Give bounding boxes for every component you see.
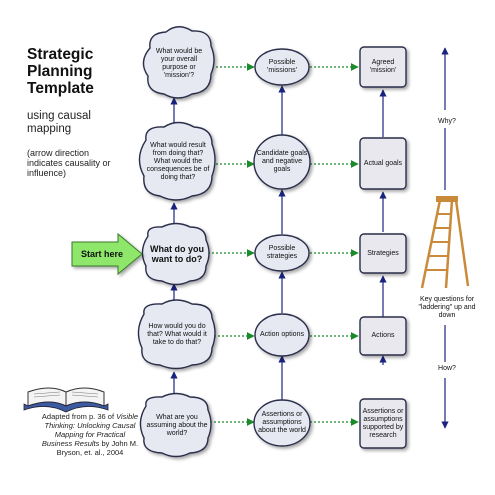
open-book-icon — [23, 387, 109, 413]
credit-prefix: Adapted from p. 36 of — [41, 412, 117, 421]
oval-missions — [254, 48, 310, 86]
oval-actions — [254, 313, 310, 357]
oval-assertions — [253, 399, 311, 447]
box-goals — [359, 137, 407, 190]
possible-strategies: Possible strategies — [266, 245, 298, 260]
why-label: Why? — [438, 118, 456, 125]
box-actions — [359, 316, 407, 356]
question-purpose: What would be your overall purpose or 'm… — [155, 48, 203, 79]
possible-assertions: Assertions or assumptions about the worl… — [258, 411, 306, 434]
cloud-assuming — [139, 392, 212, 458]
box-strategies — [359, 233, 407, 274]
question-clouds — [137, 26, 216, 458]
agreed-assertions: Assertions or assumptions supported by r… — [362, 407, 404, 439]
possible-missions: Possible 'missions' — [267, 59, 297, 74]
horizontal-arrows — [208, 63, 359, 426]
possible-goals: Candidate goals and negative goals — [256, 150, 308, 173]
title-line-1: Strategic — [27, 46, 94, 63]
agreed-boxes — [359, 46, 407, 449]
title-line-3: Template — [27, 80, 94, 97]
title-line-2: Planning — [27, 63, 93, 80]
agreed-strategies: Strategies — [367, 249, 399, 257]
question-consequences: What would result from doing that? What … — [146, 142, 210, 181]
possible-actions: Action options — [260, 331, 304, 338]
cloud-purpose — [142, 26, 215, 99]
question-how: How would you do that? What would it tak… — [147, 323, 207, 346]
how-label: How? — [438, 365, 456, 372]
possible-ovals — [253, 48, 311, 447]
subtitle: using causal mapping — [27, 110, 91, 135]
start-here-label: Start here — [80, 249, 124, 259]
key-questions-label: Key questions for "laddering" up and dow… — [418, 296, 476, 319]
oval-goals — [253, 134, 311, 190]
credit-suffix: by John M. Bryson, et. al., 2004 — [56, 439, 139, 457]
cloud-how — [137, 299, 216, 370]
agreed-mission: Agreed 'mission' — [369, 59, 397, 74]
oval-strategies — [254, 234, 310, 272]
causality-note: (arrow direction indicates causality or … — [27, 148, 111, 178]
box-mission — [359, 46, 407, 88]
question-assuming: What are you assuming about the world? — [146, 414, 208, 437]
ladder-icon — [420, 196, 470, 289]
credit-book-title: Visible Thinking: Unlocking Causal Mappi… — [41, 412, 139, 448]
agreed-actions: Actions — [371, 332, 395, 339]
agreed-goals: Actual goals — [363, 159, 403, 167]
box-assertions — [359, 398, 407, 449]
cloud-center — [141, 222, 210, 286]
page-title: Strategic Planning Template — [27, 46, 137, 97]
cloud-consequences — [138, 121, 216, 201]
start-arrow — [71, 232, 143, 276]
question-center: What do you want to do? — [150, 244, 204, 264]
source-credit: Adapted from p. 36 of Visible Thinking: … — [40, 412, 140, 457]
